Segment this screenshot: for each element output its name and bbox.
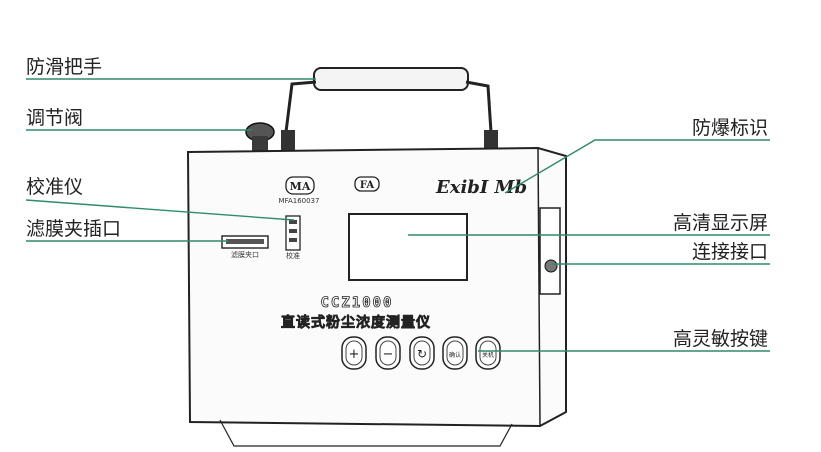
explosion-code-text: ExibI Mb (435, 177, 527, 198)
handle-drawing (281, 67, 498, 150)
svg-text:−: − (383, 347, 394, 362)
keypad: + − ↻ 确认 关机 (341, 336, 501, 370)
device-body (186, 146, 567, 447)
label-handle: 防滑把手 (26, 56, 102, 78)
label-calibrator: 校准仪 (26, 176, 83, 198)
svg-text:确认: 确认 (449, 351, 461, 359)
svg-text:关机: 关机 (482, 351, 494, 359)
key-cycle[interactable]: ↻ (409, 336, 435, 370)
leader-lines (25, 78, 770, 352)
label-display: 高清显示屏 (673, 212, 768, 234)
fa-logo: FA (354, 176, 380, 192)
key-minus[interactable]: − (375, 336, 401, 370)
svg-text:+: + (349, 347, 360, 362)
svg-text:↻: ↻ (417, 347, 427, 361)
svg-text:FA: FA (360, 180, 375, 191)
svg-text:校准: 校准 (286, 251, 300, 260)
cert-number: MFA160037 (279, 197, 320, 205)
key-plus[interactable]: + (341, 336, 367, 370)
calibrator-panel: 校准 (285, 215, 301, 260)
filter-slot: 滤膜夹口 (221, 235, 269, 259)
device-name-text: 直读式粉尘浓度测量仪 (281, 314, 431, 331)
key-confirm[interactable]: 确认 (442, 336, 468, 370)
ma-logo: MA (285, 176, 315, 195)
svg-text:MA: MA (290, 180, 311, 193)
valve-knob-drawing (245, 122, 275, 152)
label-port: 连接接口 (692, 241, 768, 263)
leader-explosion-mark (504, 139, 770, 194)
leader-calibrator (25, 199, 295, 221)
label-keys: 高灵敏按键 (673, 328, 768, 350)
label-filter-slot: 滤膜夹插口 (26, 218, 121, 240)
svg-text:滤膜夹口: 滤膜夹口 (231, 250, 259, 259)
model-text: CCZ1000 (320, 295, 393, 311)
display-screen (348, 213, 468, 281)
key-power[interactable]: 关机 (475, 336, 501, 370)
label-valve: 调节阀 (26, 107, 83, 129)
label-explosion-mark: 防爆标识 (692, 117, 768, 139)
